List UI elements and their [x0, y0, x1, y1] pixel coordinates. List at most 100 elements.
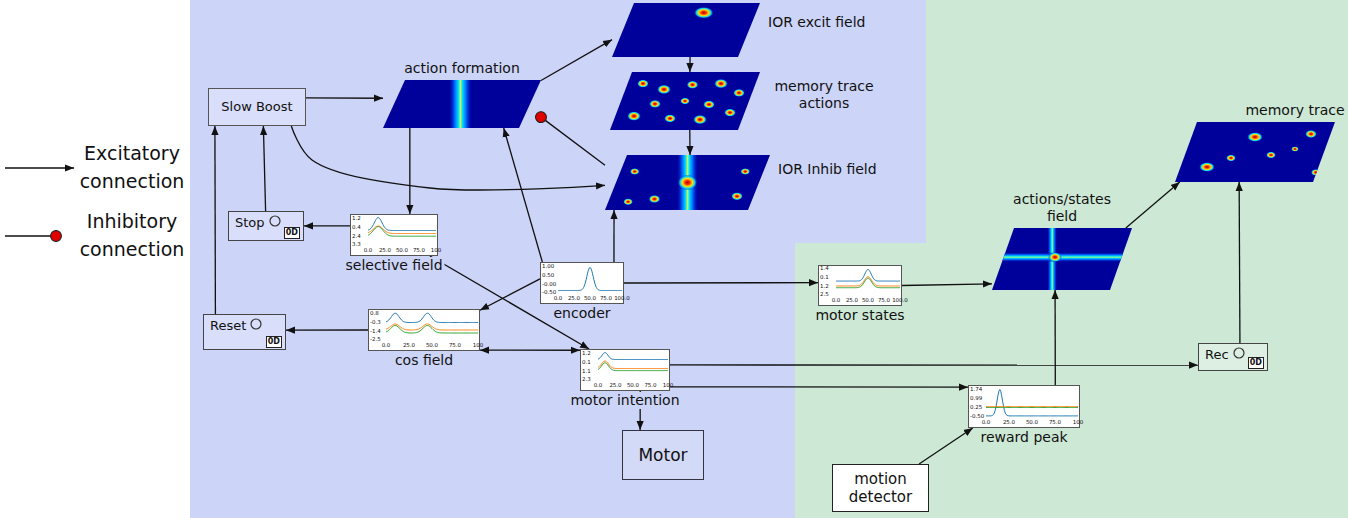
node-label: Reset	[210, 319, 246, 333]
axis-tick: 25.0	[403, 343, 415, 349]
plot-panel: 1.20.42.43.30.025.050.075.0100selective …	[350, 214, 438, 256]
neural-field: memory trace actions	[610, 72, 760, 130]
field-map	[383, 80, 541, 128]
axis-tick: 0.1	[582, 360, 591, 366]
axis-tick: 3.3	[352, 242, 361, 248]
axis-tick: 25.0	[846, 298, 858, 304]
excitatory-connection	[409, 128, 410, 214]
field-title: motor intention	[568, 392, 681, 409]
excitatory-connection	[1054, 290, 1056, 385]
neural-field: actions/states field	[992, 228, 1132, 290]
excitatory-connection	[214, 126, 216, 314]
axis-tick: 100	[431, 248, 442, 254]
field-map	[610, 72, 760, 130]
zero-dim-node: Rec 0D	[1198, 343, 1268, 371]
neural-field: IOR Inhib field	[605, 155, 770, 210]
excitatory-connection	[541, 40, 612, 81]
axis-tick: 0.8	[370, 311, 379, 317]
field-map	[605, 155, 770, 210]
inhibitory-sample	[5, 235, 56, 236]
axis-tick: 50.0	[426, 343, 438, 349]
field-title: memory trace	[1243, 102, 1346, 119]
axis-tick: 2.5	[820, 292, 829, 298]
axis-tick: 2.4	[352, 234, 361, 240]
axis-tick: 100.0	[892, 298, 908, 304]
axis-tick: 0.0	[554, 296, 563, 302]
plot-panel: 1.740.990.25-0.500.025.050.075.0100rewar…	[968, 385, 1080, 428]
box-label: Motor	[638, 445, 687, 465]
field-title: memory trace actions	[766, 78, 882, 112]
axis-tick: 0.0	[982, 420, 991, 426]
axis-tick: 75.0	[1049, 420, 1061, 426]
excitatory-connection	[286, 329, 368, 331]
axis-tick: 1.00	[542, 264, 554, 270]
neural-field: action formation	[383, 80, 541, 128]
node-label: Stop	[235, 216, 265, 230]
plot-panel: 1.20.11.12.30.025.050.075.0100motor inte…	[580, 349, 670, 391]
axis-tick: 50.0	[862, 298, 874, 304]
legend-label: Excitatory connection	[76, 140, 188, 195]
axis-tick: 1.1	[582, 369, 591, 375]
axis-tick: 2.3	[582, 377, 591, 383]
node-symbol	[1233, 347, 1245, 359]
excitatory-connection	[919, 428, 973, 464]
axis-tick: 1.4	[820, 266, 829, 272]
field-title: encoder	[551, 305, 612, 322]
axis-tick: 75.0	[449, 343, 461, 349]
axis-tick: -0.50	[970, 414, 984, 420]
field-title: cos field	[393, 352, 455, 369]
axis-tick: 50.0	[396, 248, 408, 254]
field-map	[612, 3, 760, 57]
axis-tick: 50.0	[627, 383, 639, 389]
excitatory-connection	[624, 282, 818, 284]
axis-tick: 0.0	[382, 343, 391, 349]
dimension-tag: 0D	[1248, 357, 1264, 369]
inhibitory-connection	[541, 117, 605, 165]
node-symbol	[250, 318, 262, 330]
excitatory-connection	[291, 126, 605, 190]
axis-tick: 1.2	[820, 284, 829, 290]
axis-tick: -0.3	[370, 320, 381, 326]
axis-tick: 0.0	[364, 248, 373, 254]
field-title: reward peak	[978, 429, 1069, 446]
excitatory-connection	[613, 210, 614, 262]
field-map	[992, 228, 1132, 290]
axis-tick: 1.2	[352, 216, 361, 222]
axis-tick: 0.0	[832, 298, 841, 304]
sensor-box: motion detector	[832, 464, 929, 512]
axis-tick: 1.2	[582, 351, 591, 357]
axis-tick: 100	[663, 383, 674, 389]
excitatory-connection	[480, 350, 580, 351]
axis-tick: 1.74	[970, 387, 982, 393]
neural-field: memory trace	[1175, 122, 1335, 182]
zero-dim-node: Reset0D	[203, 314, 286, 350]
dimension-tag: 0D	[284, 227, 300, 239]
box-label: motion detector	[837, 470, 924, 506]
axis-tick: 50.0	[1026, 420, 1038, 426]
motor-box: Motor	[622, 430, 704, 480]
excitatory-sample	[5, 167, 74, 168]
axis-tick: 75.0	[600, 296, 612, 302]
field-title: IOR Inhib field	[776, 161, 879, 178]
excitatory-connection	[263, 126, 265, 211]
process-box: Slow Boost	[208, 88, 306, 126]
field-title: selective field	[343, 257, 444, 274]
plot-panel: 1.40.11.22.50.025.050.075.0100.0motor st…	[818, 265, 902, 306]
field-title: motor states	[813, 307, 906, 324]
axis-tick: -2.5	[370, 337, 381, 343]
excitatory-connection	[670, 386, 968, 388]
node-label: Rec	[1205, 348, 1229, 362]
excitatory-connection	[902, 284, 992, 286]
excitatory-connection	[689, 130, 691, 155]
axis-tick: -1.4	[370, 329, 381, 335]
axis-tick: 75.0	[413, 248, 425, 254]
excitatory-connection	[480, 279, 540, 310]
plot-panel: 1.000.50-0.00-0.500.025.050.075.0100.0en…	[540, 262, 624, 304]
excitatory-connection	[1126, 182, 1180, 228]
excitatory-connection	[304, 225, 350, 226]
excitatory-connection	[670, 364, 1198, 365]
box-label: Slow Boost	[221, 99, 292, 115]
axis-tick: 0.4	[352, 225, 361, 231]
field-title: IOR excit field	[766, 14, 867, 31]
axis-tick: 0.50	[542, 273, 554, 279]
